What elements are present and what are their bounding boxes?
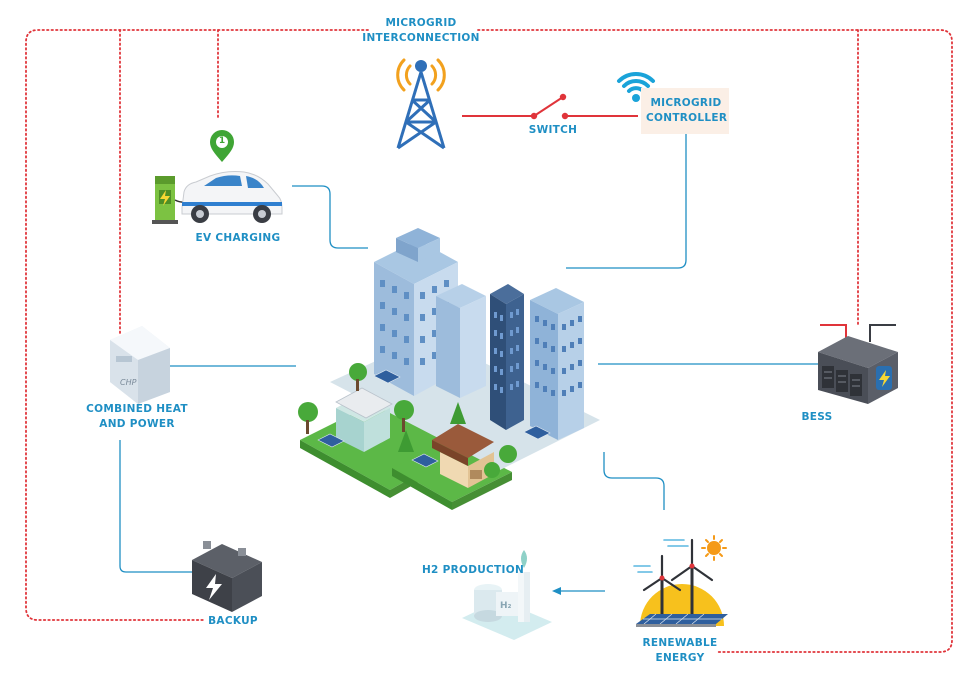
hydrogen-tank-icon: H₂: [462, 550, 552, 640]
controller-label-line2: CONTROLLER: [646, 112, 728, 124]
controller-label-line1: MICROGRID: [650, 97, 722, 109]
backup-battery-icon: [192, 541, 262, 612]
chp-label-line2: AND POWER: [99, 418, 175, 430]
solar-panel-icon: [636, 613, 728, 627]
ev-pin-number: 1: [218, 136, 226, 146]
renewable-energy-icon: [633, 535, 728, 627]
controller-label-box: [641, 88, 729, 134]
power-network: [119, 132, 818, 573]
controller-label: MICROGRID CONTROLLER: [646, 96, 728, 126]
comm-network: [25, 29, 953, 653]
battery-storage-icon: [818, 324, 898, 404]
bess-label: BESS: [801, 411, 833, 423]
chp-tag: CHP: [120, 378, 137, 387]
renewable-energy-label-line2: ENERGY: [655, 652, 705, 664]
h2-tag: H₂: [500, 601, 512, 611]
interconnection-label: MICROGRID INTERCONNECTION: [355, 16, 487, 46]
tower-icon: [396, 58, 446, 150]
switch-icon: [462, 93, 638, 120]
renewable-energy-label: RENEWABLE ENERGY: [630, 636, 730, 666]
interconnection-label-line1: MICROGRID: [385, 17, 457, 29]
chp-label: COMBINED HEAT AND POWER: [82, 402, 192, 432]
ev-charger-icon: [152, 176, 191, 224]
interconnection-label-line2: INTERCONNECTION: [362, 32, 480, 44]
switch-label: SWITCH: [528, 124, 578, 136]
sun-icon: [701, 535, 727, 561]
location-pin-icon: [210, 130, 234, 162]
backup-label: BACKUP: [208, 615, 258, 627]
ev-charging-label: EV CHARGING: [195, 232, 281, 244]
chp-label-line1: COMBINED HEAT: [86, 403, 188, 415]
wind-turbine-icon: [642, 538, 714, 624]
city-buildings-icon: [298, 228, 600, 510]
h2-feed-arrow: [552, 587, 605, 595]
car-icon: [181, 171, 283, 223]
chp-unit-icon: CHP: [110, 326, 170, 404]
renewable-energy-label-line1: RENEWABLE: [642, 637, 718, 649]
h2-production-label: H2 PRODUCTION: [421, 564, 525, 576]
